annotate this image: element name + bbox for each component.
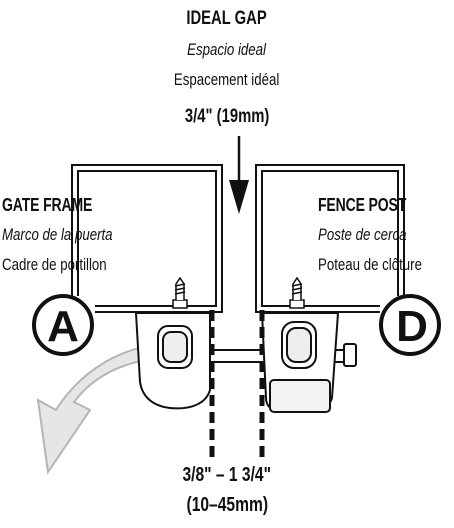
ideal-gap-title-spanish: Espacio ideal [187, 40, 267, 59]
gate-frame-label-french: Cadre de portillon [2, 255, 107, 274]
ideal-gap-measure: 3/4" (19mm) [184, 106, 270, 127]
gap-range-imperial: 3/8" – 1 3/4" [182, 464, 272, 486]
fence-post-label: FENCE POST [318, 195, 407, 215]
fence-post-marker-letter: D [396, 302, 428, 351]
ideal-gap-arrow [229, 136, 249, 214]
post-latch-body [260, 312, 340, 413]
post-screw [289, 276, 305, 309]
gate-frame-marker-letter: A [47, 302, 79, 351]
ideal-gap-title: IDEAL GAP [186, 8, 268, 29]
swing-direction-arrow [36, 344, 162, 475]
gap-range-metric: (10–45mm) [186, 494, 268, 516]
gate-frame-label: GATE FRAME [2, 195, 93, 215]
gate-screw [172, 276, 188, 309]
fence-post-marker-circle [379, 294, 441, 356]
gate-latch-body [134, 312, 211, 410]
gate-frame-label-spanish: Marco de la puerta [2, 225, 113, 244]
gate-frame-marker-circle [32, 294, 94, 356]
ideal-gap-title-french: Espacement idéal [174, 70, 280, 89]
fence-post-label-french: Poteau de clôture [318, 255, 422, 274]
fence-post-label-spanish: Poste de cerca [318, 225, 407, 244]
